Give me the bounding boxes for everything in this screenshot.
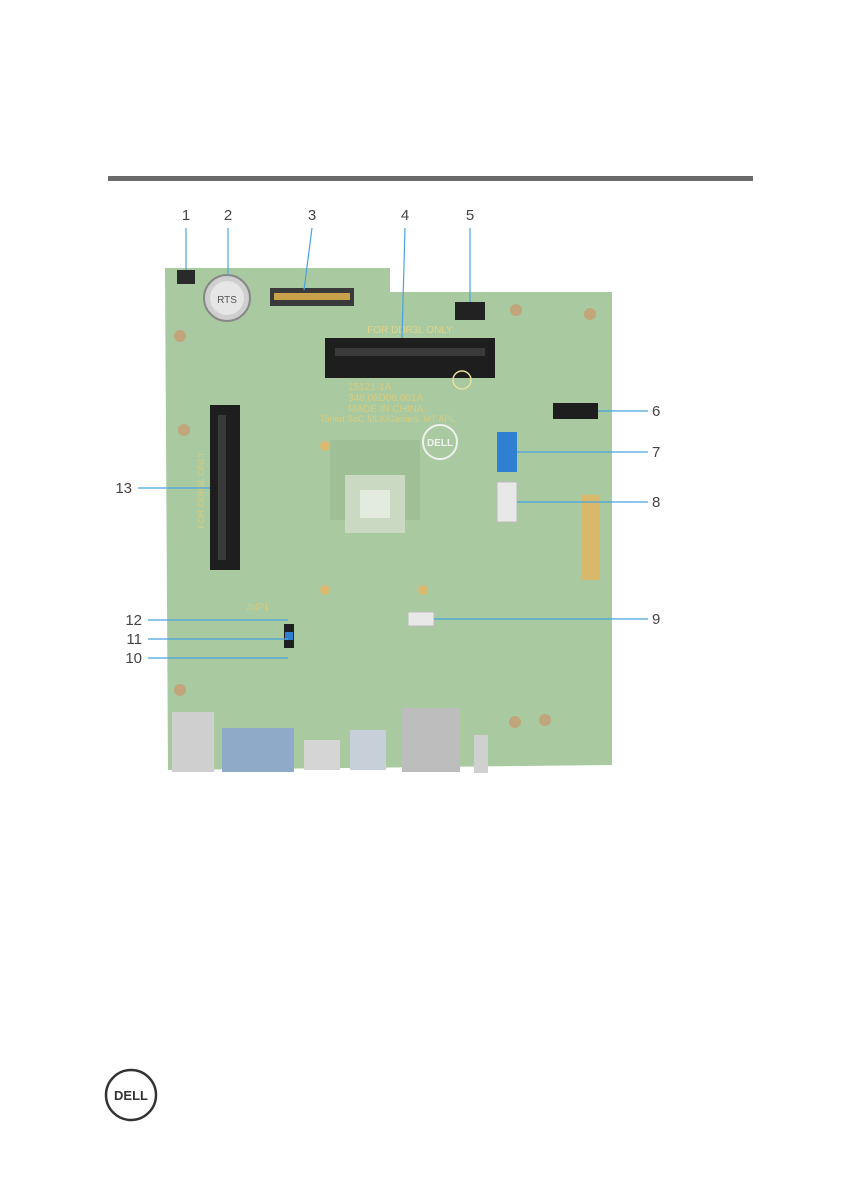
svg-text:RTS: RTS — [217, 295, 237, 306]
header-connector — [177, 270, 195, 284]
audio-port — [172, 712, 214, 772]
usb-ports — [350, 730, 386, 770]
vga-port — [222, 728, 294, 772]
callout-5: 5 — [455, 207, 485, 224]
dimm-silkscreen: FOR DDR3L ONLY — [367, 325, 453, 336]
callout-1: 1 — [171, 207, 201, 224]
dell-logo: DELL — [104, 1068, 158, 1122]
m2-slot — [553, 403, 598, 419]
sata-connector-blue — [497, 432, 517, 472]
callout-3: 3 — [297, 207, 327, 224]
callout-8: 8 — [652, 494, 682, 511]
callout-11: 11 — [112, 631, 142, 648]
vertical-dimm-silkscreen: FOR DDR3L ONLY — [196, 451, 206, 528]
jumper-silkscreen: JMP1 — [246, 602, 269, 612]
callout-2: 2 — [213, 207, 243, 224]
callout-9: 9 — [652, 611, 682, 628]
power-connector — [455, 302, 485, 320]
callout-10: 10 — [112, 650, 142, 667]
dell-logo-text: DELL — [114, 1088, 148, 1103]
gold-strip — [582, 495, 600, 580]
silkscreen-line-2: 348.06D08.001A — [348, 393, 423, 404]
callout-6: 6 — [652, 403, 682, 420]
fan-connector — [408, 612, 434, 626]
power-jack — [474, 735, 488, 773]
callout-13: 13 — [102, 480, 132, 497]
silkscreen-line-1: 15121-1A — [348, 382, 392, 393]
sata-connector-white — [497, 482, 517, 522]
callout-4: 4 — [390, 207, 420, 224]
callout-12: 12 — [112, 612, 142, 629]
callout-7: 7 — [652, 444, 682, 461]
silkscreen-line-4: Toned SoC MLK/GameS. MT APL — [320, 414, 455, 424]
svg-text:DELL: DELL — [427, 438, 453, 449]
memory-module-slot — [325, 338, 495, 378]
hdmi-port — [304, 740, 340, 770]
ethernet-port — [402, 708, 460, 772]
